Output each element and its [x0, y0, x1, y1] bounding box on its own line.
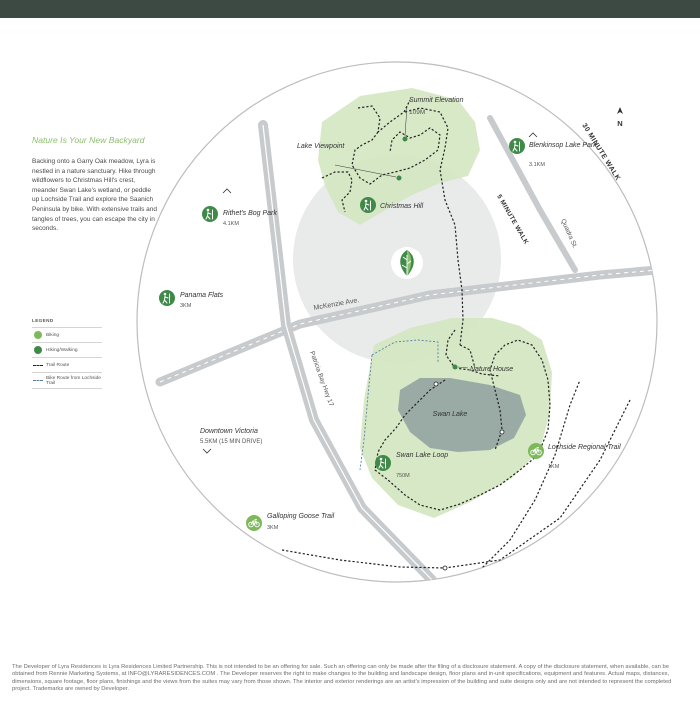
- rithets-hike-icon: [201, 205, 219, 223]
- galloping-distance: 3KM: [267, 525, 279, 531]
- legend-label-hiking: Hiking/Walking: [46, 347, 78, 353]
- trail-line-icon: [32, 361, 43, 370]
- nature-house-name: Nature House: [470, 366, 513, 373]
- summit-marker: [402, 136, 408, 142]
- downtown-name: Downtown Victoria: [200, 428, 258, 435]
- lake-viewpoint-name: Lake Viewpoint: [297, 143, 345, 150]
- legend-item-bike-route: Bike Route from Lochside Trail: [32, 372, 102, 389]
- lyra-logo: [391, 247, 423, 279]
- legend-item-trail: Trail Route: [32, 357, 102, 372]
- intro-panel: Nature Is Your New Backyard Backing onto…: [32, 135, 160, 234]
- legend: LEGEND Biking Hiking/Walking Trail Route…: [32, 318, 102, 389]
- viewpoint-leader: [334, 164, 397, 178]
- bike-route-line-icon: [32, 376, 43, 385]
- rithets-chevron-up-icon: [222, 188, 232, 194]
- summit-leader: [404, 105, 408, 137]
- galloping-bike-icon: [245, 514, 263, 532]
- panama-hike-icon: [158, 289, 176, 307]
- hike-icon: [32, 346, 43, 355]
- blenkinsop-chevron-up-icon: [528, 132, 538, 138]
- lochside-distance: 1KM: [548, 464, 560, 470]
- intro-body: Backing onto a Garry Oak meadow, Lyra is…: [32, 158, 158, 233]
- disclaimer: The Developer of Lyra Residences is Lyra…: [12, 664, 672, 693]
- blenkinsop-hike-icon: [508, 137, 526, 155]
- legend-item-hiking: Hiking/Walking: [32, 342, 102, 357]
- christmas-hill-name: Christmas Hill: [380, 203, 424, 210]
- swan-loop-name: Swan Lake Loop: [396, 452, 448, 459]
- compass-north-label: N: [617, 119, 622, 128]
- summit-elevation: 109M: [409, 109, 425, 116]
- galloping-name: Galloping Goose Trail: [267, 513, 335, 520]
- lake-viewpoint-label: Lake Viewpoint: [297, 143, 345, 150]
- downtown-distance: 5.5KM (15 MIN DRIVE): [200, 439, 262, 445]
- downtown-chevron-down-icon: [202, 448, 212, 454]
- swan-loop-hike-icon: [374, 454, 392, 472]
- bike-route-lochside: [359, 339, 439, 471]
- legend-label-biking: Biking: [46, 332, 60, 338]
- nature-house-marker: [452, 364, 458, 370]
- bike-icon: [32, 331, 43, 340]
- trail-node: [433, 381, 439, 387]
- summit-name: Summit Elevation: [409, 97, 464, 104]
- swan-loop-distance: 750M: [396, 473, 410, 479]
- legend-item-biking: Biking: [32, 327, 102, 342]
- park-christmas-hill: [318, 88, 480, 225]
- christmas-hill-hike-icon: [359, 196, 377, 214]
- map-content: [155, 88, 657, 582]
- viewpoint-marker: [396, 175, 402, 181]
- legend-label-trail: Trail Route: [46, 362, 70, 368]
- rithets-distance: 4.1KM: [223, 221, 239, 227]
- trails: [321, 99, 551, 511]
- rithets-name: Rithet's Bog Park: [223, 210, 277, 217]
- trail-node: [499, 429, 505, 435]
- panama-distance: 3KM: [180, 303, 192, 309]
- roads: [155, 115, 657, 582]
- compass: N: [617, 107, 623, 128]
- nature-house-leader: [457, 366, 469, 369]
- panama-name: Panama Flats: [180, 292, 224, 299]
- swan-lake-name: Swan Lake: [433, 411, 468, 418]
- swan-lake-water: [398, 378, 526, 452]
- legend-label-bike-route: Bike Route from Lochside Trail: [46, 375, 101, 386]
- top-bar: [0, 0, 700, 18]
- blenkinsop-distance: 3.1KM: [529, 162, 545, 168]
- trail-node: [442, 565, 448, 571]
- lochside-bike-icon: [527, 442, 545, 460]
- blenkinsop-name: Blenkinsop Lake Park: [529, 142, 597, 149]
- lochside-name: Lochside Regional Trail: [548, 444, 621, 451]
- intro-title: Nature Is Your New Backyard: [32, 135, 145, 145]
- legend-title: LEGEND: [32, 318, 54, 323]
